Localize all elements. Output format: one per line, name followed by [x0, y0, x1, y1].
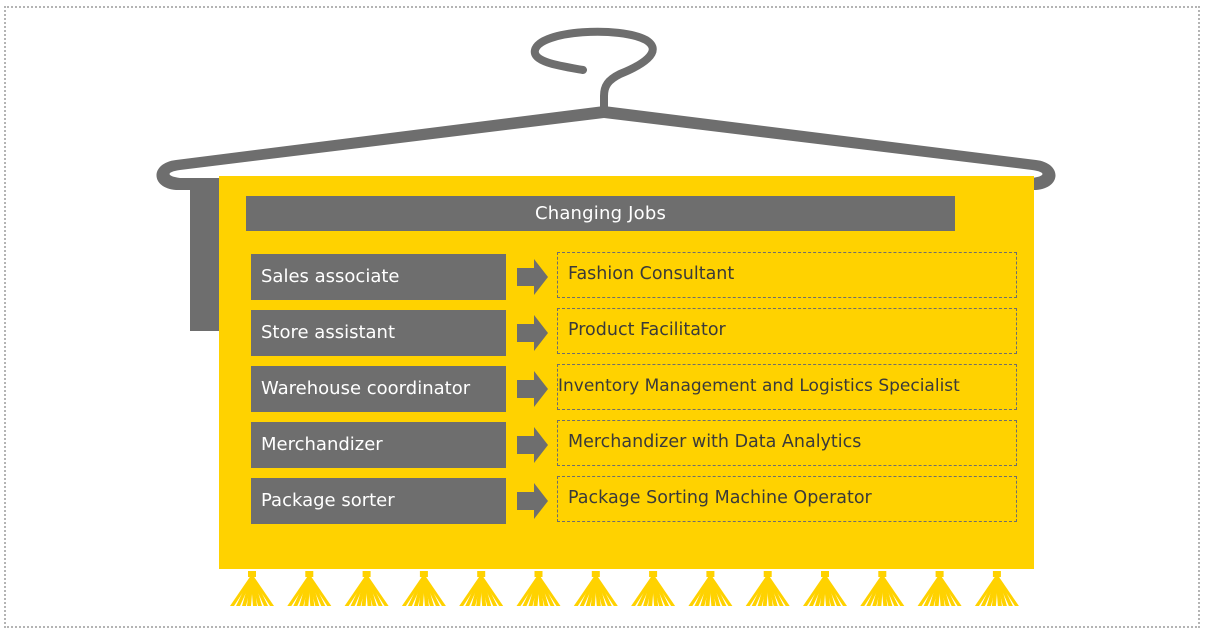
new-job-label: Product Facilitator	[557, 308, 1017, 354]
diagram-title: Changing Jobs	[246, 196, 955, 231]
arrow-right-icon	[517, 427, 548, 463]
new-job-label: Package Sorting Machine Operator	[557, 476, 1017, 522]
old-job-label: Sales associate	[251, 254, 506, 300]
new-job-label: Inventory Management and Logistics Speci…	[557, 364, 1017, 410]
old-job-label: Package sorter	[251, 478, 506, 524]
new-job-label: Fashion Consultant	[557, 252, 1017, 298]
arrow-right-icon	[517, 483, 548, 519]
old-job-label: Store assistant	[251, 310, 506, 356]
banner-back-panel	[190, 186, 219, 331]
arrow-right-icon	[517, 259, 548, 295]
old-job-label: Merchandizer	[251, 422, 506, 468]
arrow-right-icon	[517, 371, 548, 407]
dotted-frame	[4, 6, 1200, 628]
new-job-label: Merchandizer with Data Analytics	[557, 420, 1017, 466]
arrow-right-icon	[517, 315, 548, 351]
old-job-label: Warehouse coordinator	[251, 366, 506, 412]
